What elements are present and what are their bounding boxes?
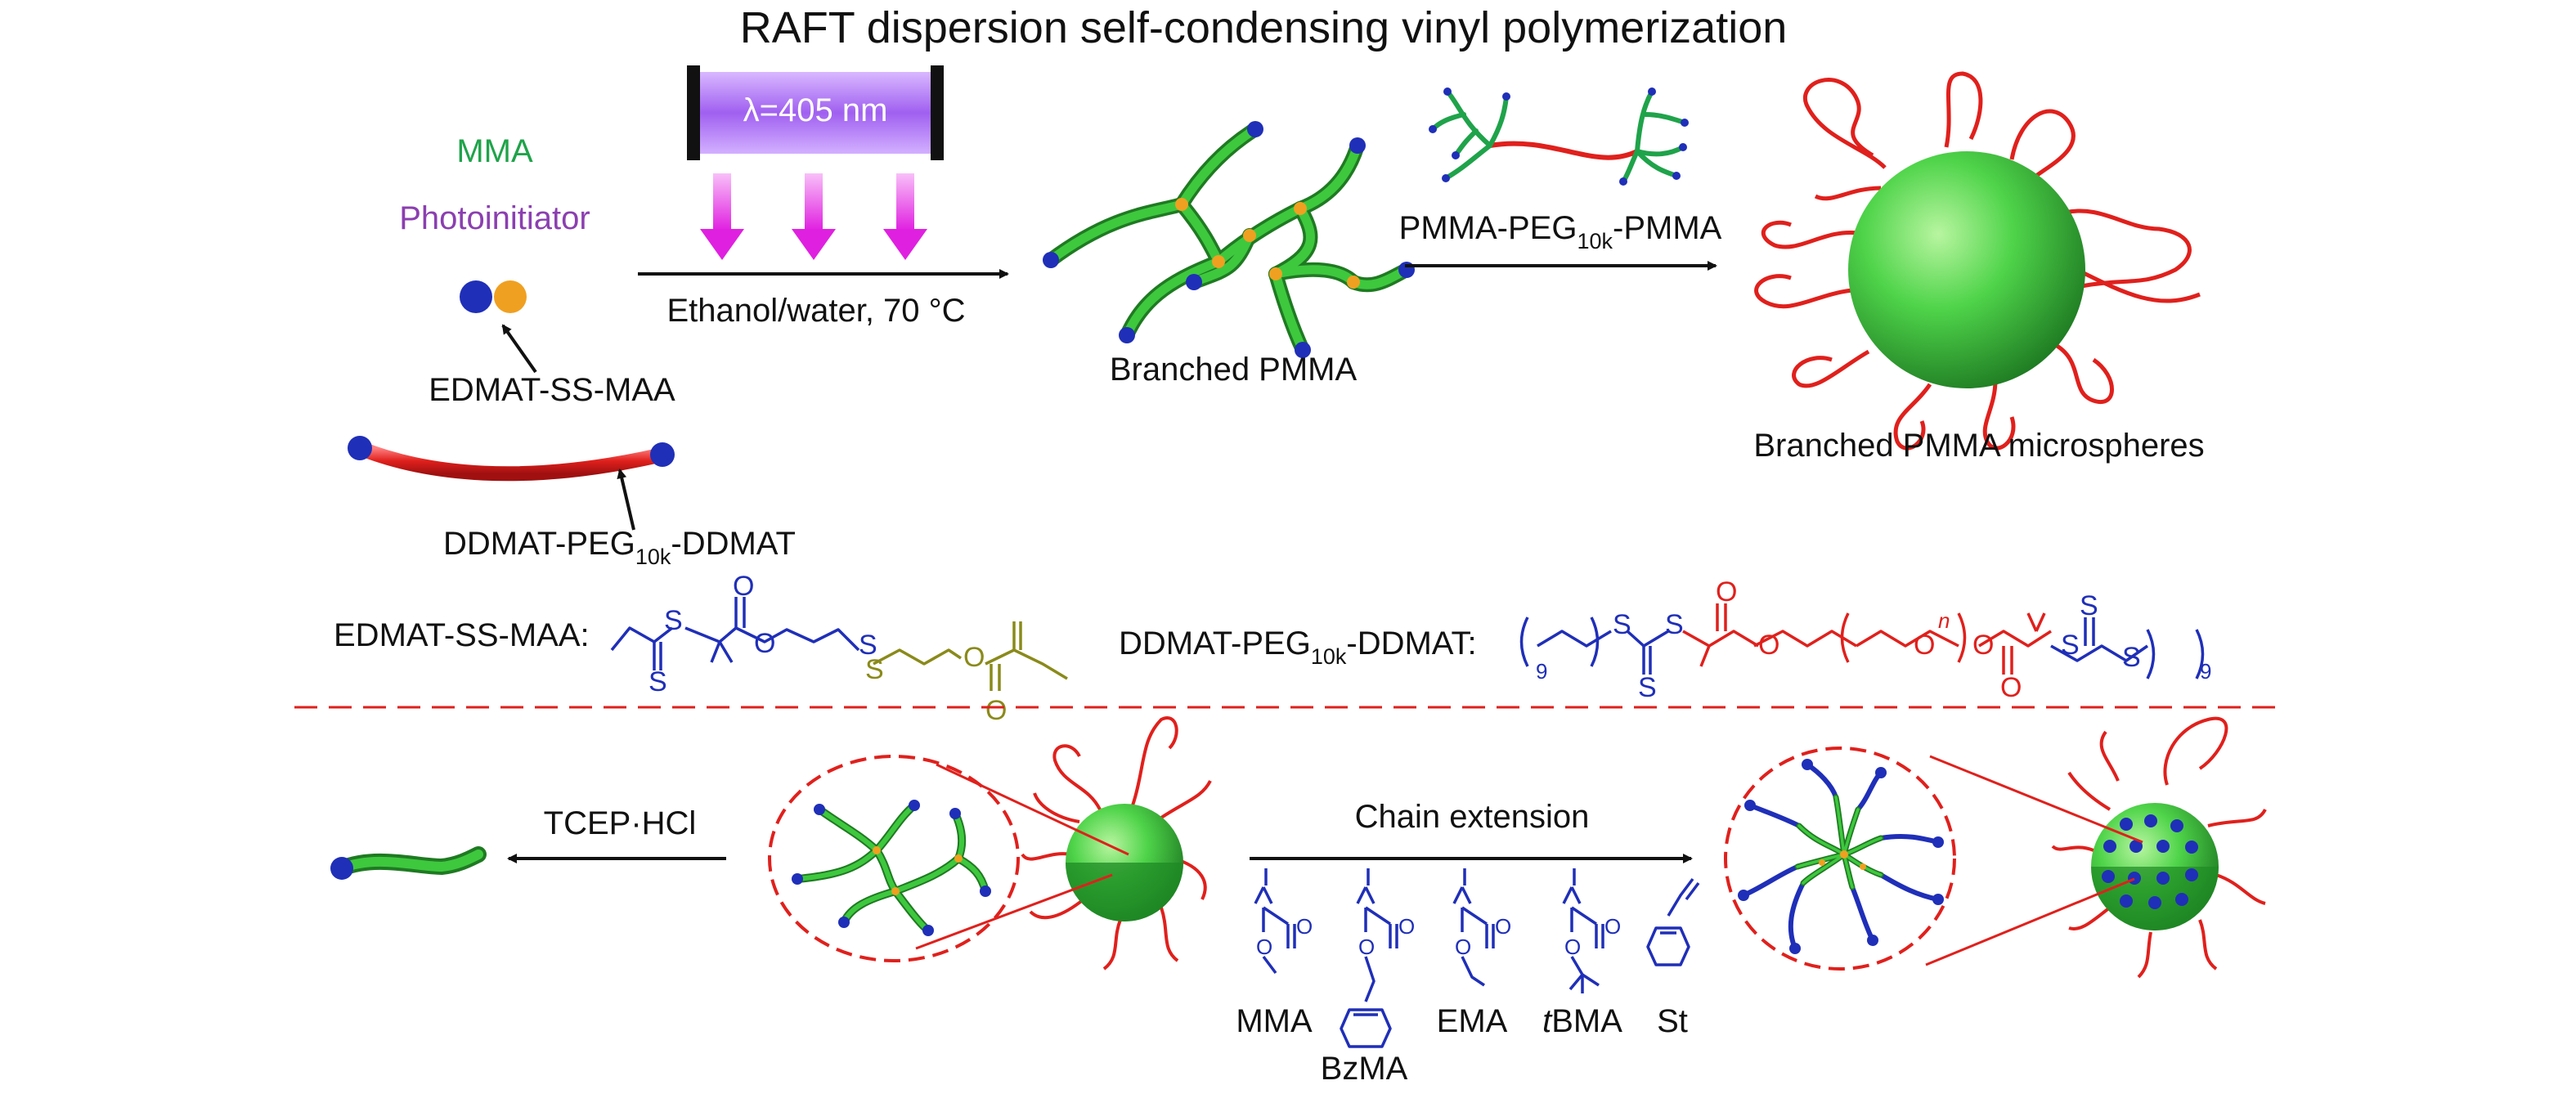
linear-pmma-chain-icon [330, 846, 487, 880]
tcep-label: TCEP·HCl [544, 805, 697, 841]
edmat-pointer-arrow [501, 324, 537, 374]
svg-text:S: S [648, 666, 667, 697]
pmma-microsphere-icon [1754, 71, 2201, 451]
zoom-line-left-top [936, 763, 1129, 856]
svg-text:S: S [664, 605, 683, 636]
ddmat-pointer-arrow [617, 469, 635, 531]
svg-text:O: O [1716, 576, 1737, 608]
edmat-structure: S S O O S S O O [610, 571, 1068, 726]
svg-text:O: O [1564, 935, 1581, 959]
figure-title: RAFT dispersion self-condensing vinyl po… [740, 3, 1788, 52]
monomer-structures: O O O O O O O O [1254, 868, 1700, 1048]
svg-text:O: O [754, 628, 775, 659]
light-beam-1 [700, 173, 744, 260]
svg-text:O: O [1604, 914, 1621, 939]
svg-text:O: O [1495, 914, 1511, 939]
microsphere-body [1848, 151, 2085, 388]
svg-text:O: O [963, 642, 985, 673]
monomer-label-mma: MMA [1236, 1003, 1313, 1039]
monomer-bzma [1340, 868, 1398, 1048]
monomer-tbma [1562, 868, 1604, 993]
svg-text:9: 9 [1536, 659, 1547, 684]
svg-text:O: O [1455, 935, 1471, 959]
svg-text:O: O [1398, 914, 1415, 939]
branched-pmma-label: Branched PMMA [1110, 352, 1358, 388]
svg-text:O: O [1914, 630, 1935, 661]
svg-text:n: n [1938, 608, 1950, 633]
svg-text:O: O [1358, 935, 1375, 959]
monomer-mma [1254, 868, 1296, 975]
svg-text:O: O [733, 571, 754, 602]
svg-text:S: S [2080, 590, 2098, 621]
svg-text:S: S [1665, 609, 1684, 640]
microsphere-extended-right-icon [2051, 716, 2267, 979]
ddmat-structure-label: DDMAT-PEG10k-DDMAT: [1119, 625, 1477, 669]
chain-extension-label: Chain extension [1355, 799, 1590, 835]
pmma-peg-pmma-icon [1429, 87, 1689, 186]
lamp-icon [687, 65, 944, 160]
solvent-conditions-label: Ethanol/water, 70 °C [666, 293, 965, 329]
zoom-line-right-top [1929, 755, 2143, 844]
zoom-line-left-bottom [915, 873, 1113, 950]
monomer-label-bzma: BzMA [1321, 1051, 1408, 1087]
light-beam-2 [792, 173, 836, 260]
svg-text:O: O [1256, 935, 1272, 959]
svg-text:O: O [985, 695, 1007, 726]
svg-text:S: S [859, 630, 877, 661]
svg-text:S: S [1613, 609, 1631, 640]
lamp-wavelength-label: λ=405 nm [743, 92, 888, 128]
branched-pmma-icon [1043, 121, 1415, 358]
svg-text:O: O [1296, 914, 1313, 939]
zoom-inset-branched-right [1724, 747, 1956, 971]
monomer-label-ema: EMA [1437, 1003, 1508, 1039]
svg-text:S: S [2122, 642, 2141, 673]
zoom-line-right-bottom [1925, 877, 2135, 966]
edmat-molecule-icon [460, 280, 527, 313]
svg-text:O: O [2000, 672, 2022, 703]
mma-label: MMA [456, 133, 533, 169]
light-beam-3 [883, 173, 927, 260]
svg-text:9: 9 [2200, 659, 2211, 684]
ddmat-peg-chain-icon [348, 436, 675, 482]
pmma-peg-pmma-label: PMMA-PEG10k-PMMA [1399, 210, 1722, 253]
microsphere-cut-left-icon [1021, 716, 1212, 971]
svg-text:O: O [1758, 630, 1779, 661]
light-beam-arrows [700, 173, 927, 260]
ddmat-label: DDMAT-PEG10k-DDMAT [443, 526, 796, 569]
monomer-label-st: St [1657, 1003, 1688, 1039]
monomer-st [1646, 877, 1700, 966]
svg-text:S: S [2061, 630, 2080, 661]
monomer-ema [1452, 868, 1495, 987]
svg-text:S: S [1638, 672, 1657, 703]
edmat-structure-label: EDMAT-SS-MAA: [334, 617, 590, 653]
ddmat-structure: 9 S S S O O O n O O S S S 9 [1519, 576, 2211, 703]
microspheres-label: Branched PMMA microspheres [1753, 428, 2204, 464]
svg-text:O: O [1972, 630, 1994, 661]
photoinitiator-label: Photoinitiator [399, 200, 590, 236]
svg-text:S: S [865, 654, 884, 685]
zoom-inset-branched-left [768, 755, 1020, 962]
monomer-label-tbma: tBMA [1542, 1003, 1622, 1039]
edmat-label: EDMAT-SS-MAA [429, 372, 675, 408]
